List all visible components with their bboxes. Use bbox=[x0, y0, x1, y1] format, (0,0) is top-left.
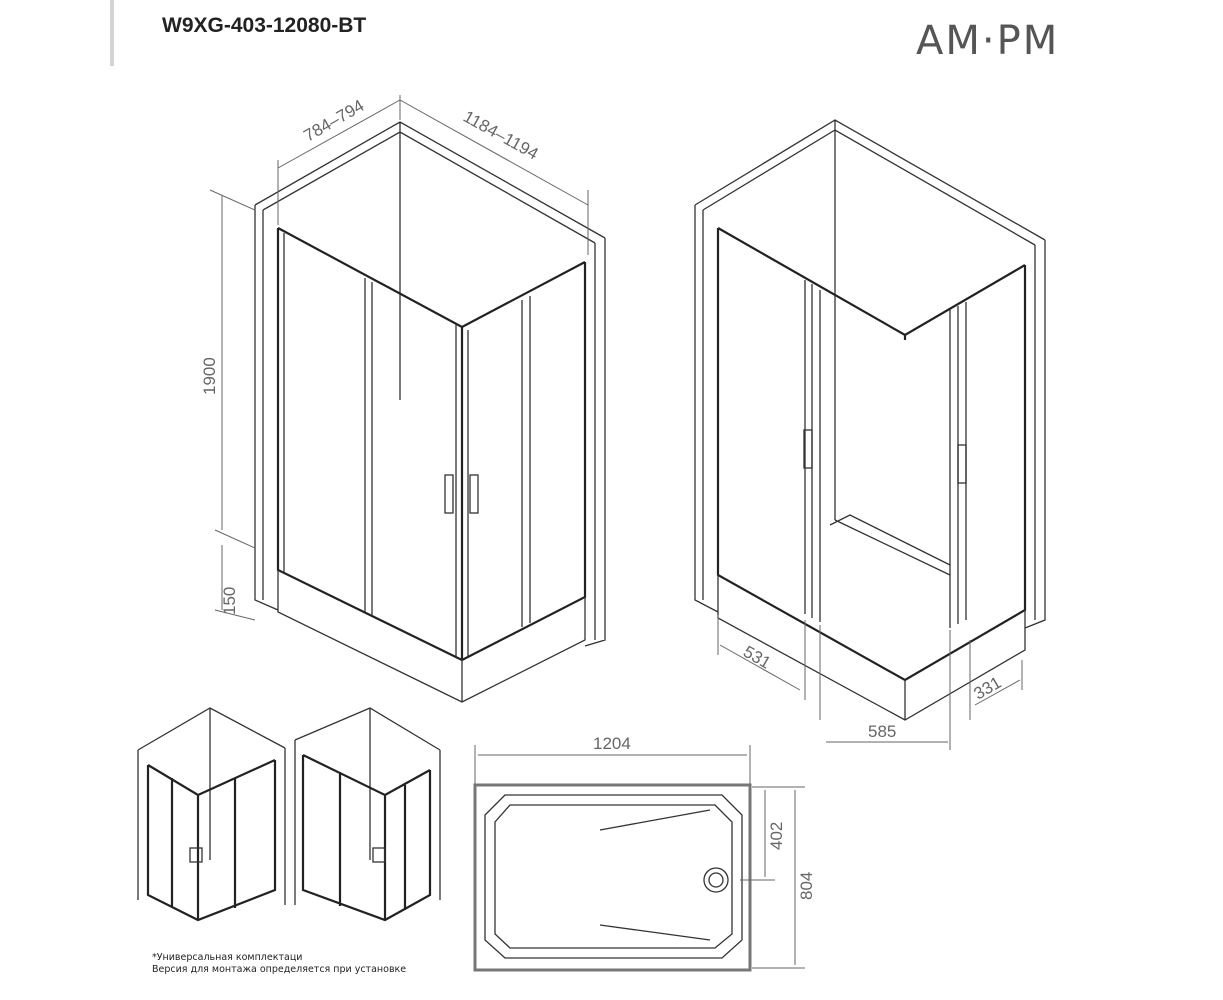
installation-note: *Универсальная комплектаци Версия для мо… bbox=[152, 952, 406, 976]
dim-entry-center: 585 bbox=[868, 722, 896, 741]
dim-tray-length: 1204 bbox=[593, 734, 631, 753]
dim-width: 1184–1194 bbox=[460, 107, 541, 164]
note-line-2: Версия для монтажа определяется при уста… bbox=[152, 964, 407, 975]
main-cabin-view bbox=[254, 121, 606, 703]
thumbnail-left-version bbox=[137, 707, 286, 922]
dim-tray-width: 804 bbox=[797, 872, 816, 900]
brand-logo: AM·PM bbox=[916, 18, 1060, 64]
dim-drain-offset: 402 bbox=[767, 822, 786, 850]
dim-tray-height: 150 bbox=[220, 587, 239, 615]
open-cabin-dimensions: 531 585 331 bbox=[717, 615, 1023, 750]
dim-depth: 784–794 bbox=[301, 96, 368, 146]
dim-height: 1900 bbox=[200, 357, 219, 395]
tray-plan-view bbox=[473, 783, 752, 972]
dim-entry-right: 331 bbox=[971, 673, 1005, 704]
thumbnail-right-version bbox=[294, 707, 441, 922]
note-line-1: *Универсальная комплектаци bbox=[152, 952, 303, 963]
model-title: W9XG-403-12080-BT bbox=[162, 14, 367, 37]
tray-dimensions: 1204 402 804 bbox=[474, 734, 816, 969]
header-divider bbox=[110, 0, 114, 66]
dim-entry-left: 531 bbox=[740, 642, 774, 673]
open-cabin-view bbox=[694, 119, 1046, 721]
